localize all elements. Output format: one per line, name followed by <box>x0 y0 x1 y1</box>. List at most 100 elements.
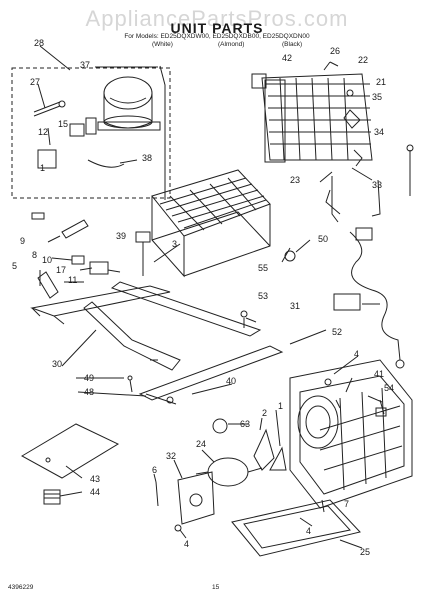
callout-43: 43 <box>90 474 101 484</box>
callout-50: 50 <box>318 234 329 244</box>
screw-21 <box>346 89 354 97</box>
callout-11: 11 <box>68 275 78 285</box>
callout-7: 7 <box>344 499 350 509</box>
callout-1a: 1 <box>40 163 46 173</box>
part-5 <box>37 271 59 299</box>
callout-54: 54 <box>384 383 395 393</box>
callout-27: 27 <box>30 77 41 87</box>
condenser-coil <box>151 169 271 278</box>
heater-23 <box>331 176 339 223</box>
callout-55: 55 <box>258 263 269 273</box>
callout-53: 53 <box>258 291 269 301</box>
motor-bracket-32 <box>177 471 215 525</box>
callout-1b: 1 <box>278 401 284 411</box>
wire-harness-small <box>87 159 125 168</box>
callout-10: 10 <box>42 255 53 265</box>
part-34 <box>353 149 363 167</box>
compressor-group-box <box>11 67 171 199</box>
part-55 <box>284 250 296 262</box>
wire-harness <box>349 231 401 361</box>
callout-33: 33 <box>372 180 383 190</box>
callout-41: 41 <box>374 369 385 379</box>
callout-3: 3 <box>172 239 178 249</box>
rod-52 <box>289 329 327 345</box>
part-48 <box>145 393 177 405</box>
part-9 <box>31 212 45 220</box>
watermark: AppliancePartsPros.com <box>85 6 349 31</box>
callout-17: 17 <box>56 265 67 275</box>
spring-44 <box>43 489 61 505</box>
part-54 <box>379 399 385 415</box>
document-number: 4396229 <box>8 584 34 591</box>
callout-5: 5 <box>12 261 18 271</box>
callout-34: 34 <box>374 127 385 137</box>
callout-28: 28 <box>34 38 45 48</box>
finish-black-label: (Black) <box>282 41 303 48</box>
callout-63: 63 <box>240 419 251 429</box>
callout-31: 31 <box>290 301 301 311</box>
screw-4b <box>174 524 182 532</box>
base-frame <box>30 281 284 401</box>
screw-53 <box>240 310 248 318</box>
callout-21: 21 <box>376 77 387 87</box>
callout-15: 15 <box>58 119 69 129</box>
callout-42: 42 <box>282 53 293 63</box>
part-10 <box>71 255 85 265</box>
callout-25: 25 <box>360 547 371 557</box>
callout-8: 8 <box>32 250 38 260</box>
part-8 <box>61 219 89 239</box>
fan-blade-2 <box>253 428 275 471</box>
drain-pan-25 <box>231 499 361 557</box>
callout-4c: 4 <box>306 526 312 536</box>
part-17 <box>89 261 109 275</box>
fan-shroud <box>297 395 339 449</box>
capacitor-tube <box>33 101 61 117</box>
callout-4b: 4 <box>184 539 190 549</box>
callout-52: 52 <box>332 327 343 337</box>
grommet-39 <box>135 231 151 243</box>
callout-2: 2 <box>262 408 268 418</box>
compartment-pan <box>289 359 413 509</box>
model-list: For Models: ED25DQXDW00, ED25DQXDB00, ED… <box>124 33 310 40</box>
fan-motor-24 <box>207 457 249 487</box>
callout-12: 12 <box>38 127 49 137</box>
page-title: UNIT PARTS <box>170 20 264 36</box>
evaporator-coil <box>261 73 373 163</box>
cover-plate <box>20 423 120 479</box>
callout-39: 39 <box>116 231 127 241</box>
screw-6 <box>155 481 159 507</box>
callout-22: 22 <box>358 55 369 65</box>
part-1 <box>269 446 287 471</box>
page-number: 15 <box>212 584 220 591</box>
callout-49: 49 <box>84 373 95 383</box>
callout-37: 37 <box>80 60 91 70</box>
connector-31 <box>333 293 361 311</box>
callout-44: 44 <box>90 487 101 497</box>
callout-35: 35 <box>372 92 383 102</box>
overload <box>85 117 97 135</box>
finish-almond-label: (Almond) <box>218 41 245 48</box>
part-63 <box>212 418 228 434</box>
callout-40: 40 <box>226 376 237 386</box>
callout-23: 23 <box>290 175 301 185</box>
start-device <box>37 149 57 169</box>
callout-30: 30 <box>52 359 63 369</box>
callout-6: 6 <box>152 465 158 475</box>
callout-4a: 4 <box>354 349 360 359</box>
callout-24: 24 <box>196 439 207 449</box>
callout-38: 38 <box>142 153 153 163</box>
callout-32: 32 <box>166 451 177 461</box>
callout-48: 48 <box>84 387 95 397</box>
clip-26 <box>323 61 339 71</box>
bracket-42 <box>251 73 267 89</box>
callout-9: 9 <box>20 236 26 246</box>
compressor <box>97 76 161 131</box>
finish-white-label: (White) <box>152 41 173 48</box>
screw-4a <box>324 378 332 386</box>
part-33 <box>371 179 381 217</box>
part-35 <box>343 109 361 129</box>
relay <box>69 123 85 137</box>
callout-26: 26 <box>330 46 341 56</box>
